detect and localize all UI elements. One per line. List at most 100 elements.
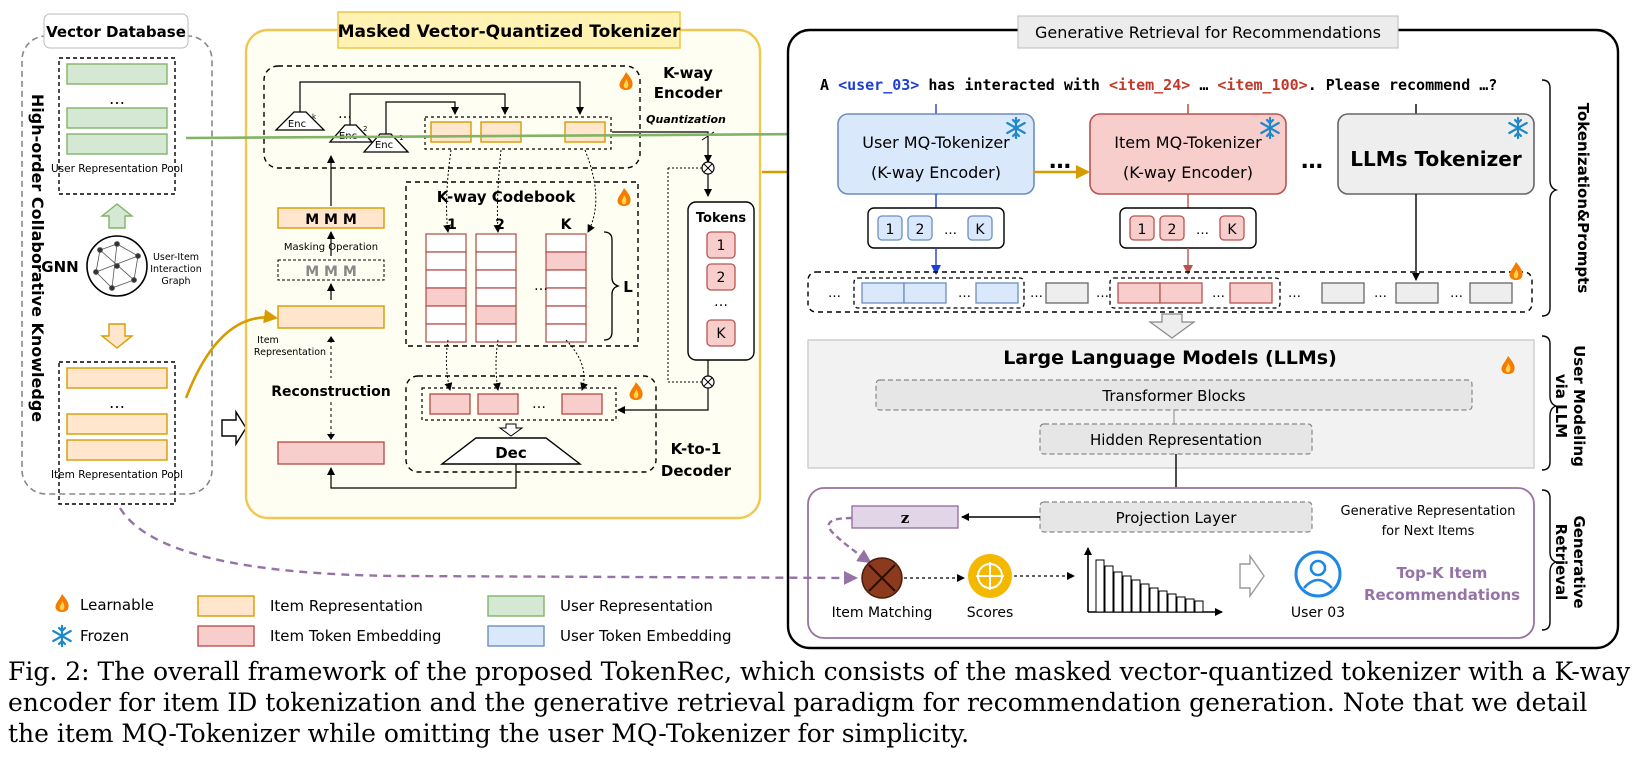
codebook-entry [475,233,517,253]
codebook-entry [425,287,467,307]
svg-text:…: … [1030,286,1043,301]
user-representation-pool: … User Representation Pool [51,57,183,195]
svg-text:Retrieval: Retrieval [1552,524,1570,601]
histogram-bar [1113,571,1123,613]
frozen-snowflake-icon [52,624,72,648]
svg-text:Generative: Generative [1570,515,1588,608]
svg-text:K: K [716,326,726,342]
hollow-arrow-icon [1239,553,1265,599]
svg-text:z: z [901,509,910,527]
svg-text:Item: Item [257,335,279,346]
codebook-column [545,233,587,343]
legend-item-token: Item Token Embedding [270,627,441,645]
gnn-label: GNN [41,258,78,276]
histogram-bar [1095,559,1105,613]
svg-text:…: … [538,125,552,141]
svg-text:…: … [1288,286,1301,301]
svg-text:Generative Representation: Generative Representation [1341,504,1516,519]
codebook-column [475,233,517,343]
svg-text:for Next Items: for Next Items [1382,524,1475,539]
item-code-group: 1 2 … K [1119,194,1257,275]
svg-text:…: … [338,106,352,122]
llm-tokenizer [1337,113,1535,195]
svg-text:Recommendations: Recommendations [1364,586,1520,604]
svg-text:K-to-1: K-to-1 [671,440,722,458]
codebook-entry [425,233,467,253]
generative-retrieval-panel: Generative Retrieval for Recommendations… [786,15,1620,650]
histogram-bar [1185,598,1195,613]
prompt-text: A <user_03> has interacted with <item_24… [820,76,1497,94]
svg-text:Item MQ-Tokenizer: Item MQ-Tokenizer [1114,133,1262,152]
codebook-entry [475,305,517,325]
svg-text:…: … [532,396,546,412]
learnable-flame-icon [55,594,69,612]
codebook-entry [545,305,587,325]
svg-text:…: … [1374,286,1387,301]
histogram-bar [1167,593,1177,613]
right-side-labels: Tokenization&Prompts User Modeling via L… [1541,79,1592,631]
svg-text:2: 2 [916,222,925,238]
item-pool-label: Item Representation Pool [51,469,183,481]
svg-text:Enc: Enc [288,119,306,130]
mq-tokenizer-panel: Masked Vector-Quantized Tokenizer K-way … [244,11,762,520]
svg-text:2: 2 [1168,222,1177,238]
svg-text:Representation: Representation [254,347,326,358]
framework-diagram: Vector Database High-order Collaborative… [21,11,1620,650]
legend-user-token: User Token Embedding [560,627,731,645]
svg-text:Tokens: Tokens [696,211,746,226]
histogram-bar [1104,565,1114,613]
user-mq-tokenizer [837,113,1035,195]
svg-text:2: 2 [495,217,505,233]
svg-text:LLMs Tokenizer: LLMs Tokenizer [1350,147,1522,171]
masked-tokens: M M M [305,212,357,228]
svg-text:…: … [534,278,548,294]
encoder-box [263,65,641,169]
svg-text:Enc: Enc [375,140,393,151]
svg-text:K: K [561,217,573,233]
svg-text:User MQ-Tokenizer: User MQ-Tokenizer [862,133,1010,152]
decoder-trapezoid [439,437,583,465]
codebook-entry [425,305,467,325]
svg-text:…: … [958,286,971,301]
svg-text:Encoder: Encoder [654,84,723,102]
quantization-label: Quantization [646,113,726,126]
item-representation-pool: … Item Representation Pool [51,361,183,505]
interaction-graph: GNN User-Item Interaction Graph [41,235,202,297]
histogram-bar [1149,587,1159,613]
user-flow-arrow [185,127,820,142]
legend-user-representation: User Representation [560,597,713,615]
up-arrow-icon [100,203,134,229]
reconstructed-item-box [277,441,385,465]
codebook-entry [545,251,587,271]
svg-text:Tokenization&Prompts: Tokenization&Prompts [1574,103,1592,294]
legend-learnable: Learnable [80,596,154,614]
histogram-bar [1158,590,1168,613]
svg-text:k: k [312,113,317,121]
svg-text:User 03: User 03 [1291,605,1345,621]
svg-text:Top-K Item: Top-K Item [1397,564,1488,582]
codebook-entry [545,269,587,289]
vector-database-panel: Vector Database High-order Collaborative… [21,13,213,505]
svg-text:via LLM: via LLM [1552,374,1570,438]
histogram-bar [1194,600,1204,613]
encoder-1: Enc 1 [362,133,410,153]
svg-text:…: … [944,223,957,238]
svg-text:K: K [975,222,985,238]
score-histogram [1084,547,1223,616]
legend-item-representation: Item Representation [270,597,423,615]
codebook-entry [475,323,517,343]
svg-text:Dec: Dec [495,444,527,462]
down-arrow-icon [100,323,134,349]
svg-text:…: … [1096,286,1109,301]
svg-text:…: … [714,294,728,310]
codebook-entry [545,233,587,253]
codebook-entry [475,269,517,289]
svg-text:Transformer Blocks: Transformer Blocks [1101,387,1245,405]
encoder-k: Enc k [274,111,326,131]
svg-text:…: … [1212,286,1225,301]
codebook-entry [425,251,467,271]
svg-text:…: … [1450,286,1463,301]
svg-text:…: … [109,89,125,108]
codebook-entry [545,323,587,343]
codebook-column [425,233,467,343]
